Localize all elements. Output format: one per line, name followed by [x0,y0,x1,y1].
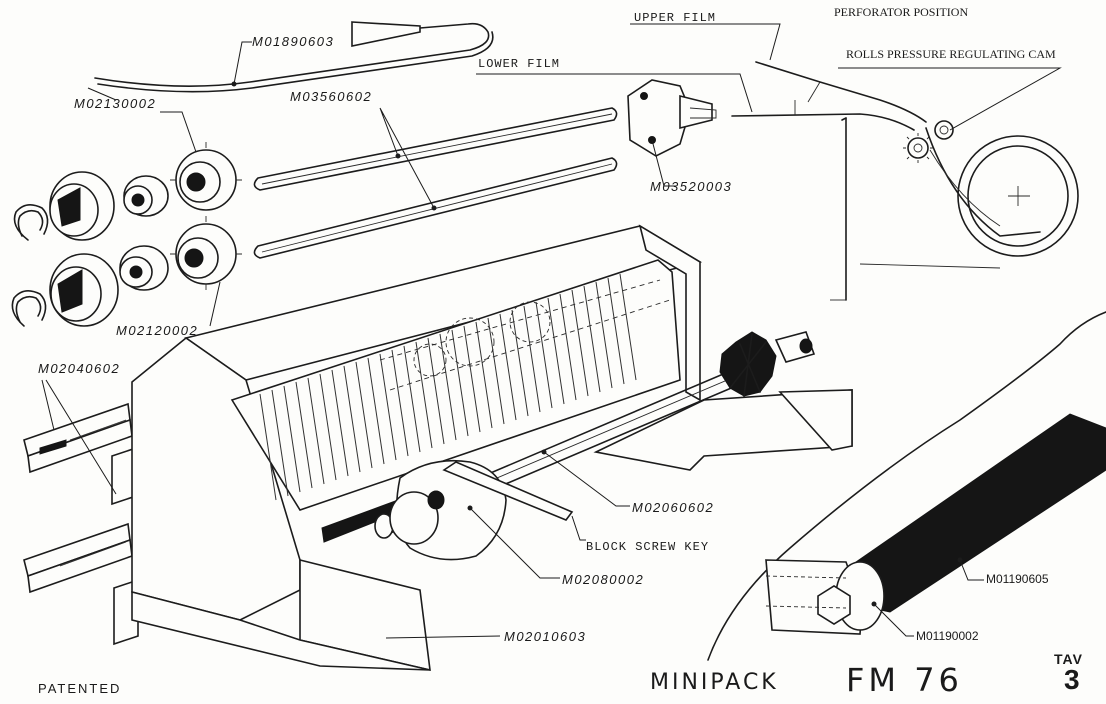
product-name: MINIPACK [650,670,779,695]
callout-m03520003: M03520003 [650,179,733,194]
model-number: FM 76 [846,661,963,699]
cutaway-roller [707,311,1106,661]
roller-rods [253,107,618,259]
caption-perforator-position: PERFORATOR POSITION [834,5,969,19]
caption-lower-film: LOWER FILM [478,57,561,71]
callout-m02040602: M02040602 [38,361,121,376]
tav-number: 3 [1064,664,1080,695]
callout-m02130002: M02130002 [74,96,157,111]
gear-knob-and-key [389,459,574,561]
tav-label: TAV [1054,651,1083,667]
callout-m03560602: M03560602 [290,89,373,104]
caption-rolls-pressure-cam: ROLLS PRESSURE REGULATING CAM [846,47,1056,61]
main-frame [131,224,853,672]
leader-lines [41,23,1062,639]
wire-rod-part [94,21,494,93]
callout-m02080002: M02080002 [562,572,645,587]
side-rails [23,402,139,646]
rings-and-bushings [11,142,242,327]
callout-m01190002: M01190002 [916,629,979,643]
callout-m01190605: M01190605 [986,572,1049,586]
callout-m02120002: M02120002 [116,323,199,338]
callout-m02060602: M02060602 [632,500,715,515]
callout-m01890603: M01890603 [252,34,335,49]
caption-upper-film: UPPER FILM [634,11,717,25]
bracket-plate [627,79,717,157]
callout-m02010603: M02010603 [504,629,587,644]
patented-label: PATENTED [38,681,122,696]
caption-block-screw-key: BLOCK SCREW KEY [586,540,710,554]
film-path-schematic [731,61,1079,301]
